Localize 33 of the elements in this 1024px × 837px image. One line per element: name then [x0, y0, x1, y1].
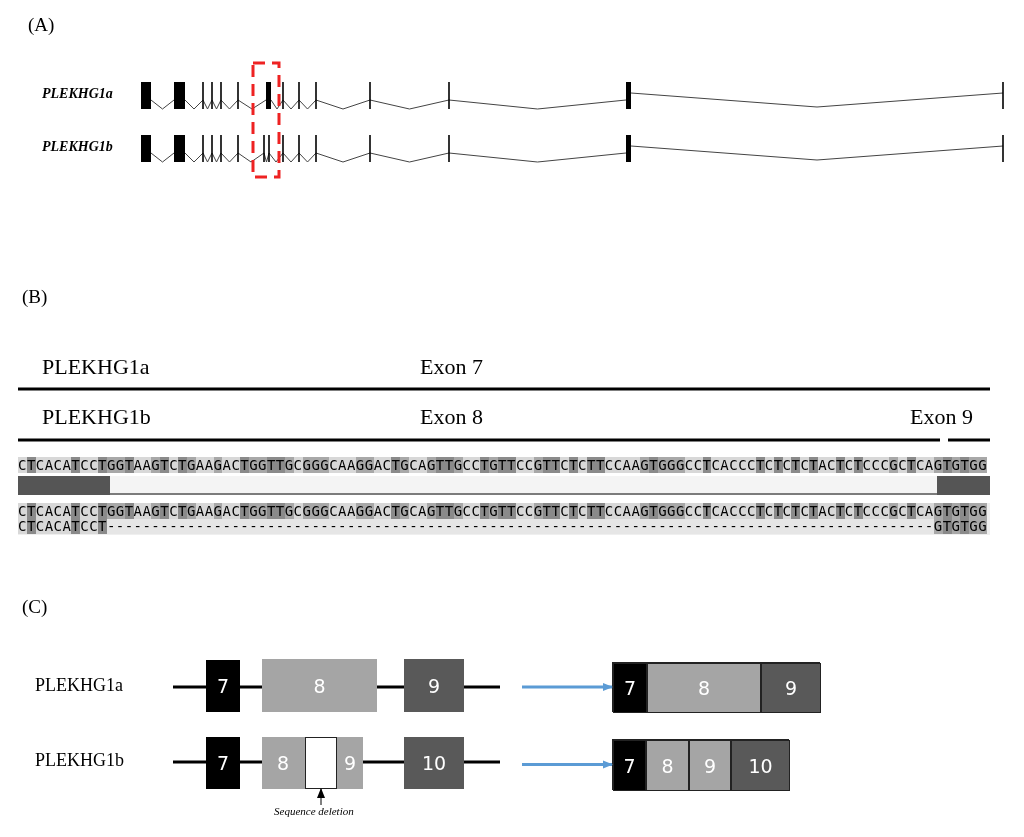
gene-name: PLEKHG1a — [42, 86, 113, 102]
exon-box: 9 — [689, 740, 731, 791]
exon-box: 7 — [613, 740, 646, 791]
panel-label: (A) — [28, 14, 55, 36]
transcript-name: PLEKHG1b — [42, 404, 151, 430]
exon-box: 7 — [206, 737, 240, 789]
annotation-text: Sequence deletion — [274, 805, 368, 821]
exon-box: 10 — [404, 737, 464, 789]
exon-box: 7 — [613, 663, 647, 713]
leader-arrow — [317, 788, 325, 806]
exon-box: 8 9 — [262, 737, 363, 789]
transcript-bar — [612, 662, 820, 712]
sequence-row: CTCACATCCT---------------------------------------------------------------------------------------------GTGTGG — [18, 519, 988, 534]
transcript-name: PLEKHG1a — [42, 354, 150, 380]
arrow — [522, 760, 613, 769]
exon-box: 8 — [262, 659, 377, 712]
panel-label: (B) — [22, 286, 48, 308]
exon-box: 8 — [647, 663, 761, 713]
transcript-bar — [612, 739, 789, 790]
exon-label: Exon 8 — [420, 404, 483, 430]
exon-box: 9 — [404, 659, 464, 712]
gene-name: PLEKHG1b — [42, 139, 113, 155]
exon-box: 10 — [731, 740, 790, 791]
exon-box: 7 — [206, 660, 240, 712]
exon-label: Exon 9 — [910, 404, 973, 430]
panel-label: (C) — [22, 596, 48, 618]
exon-box: 9 — [761, 663, 821, 713]
exon-label: Exon 7 — [420, 354, 483, 380]
exon-box: 8 — [646, 740, 689, 791]
transcript-name: PLEKHG1b — [35, 750, 124, 771]
deletion-box — [305, 737, 337, 789]
arrow — [522, 683, 613, 691]
transcript-name: PLEKHG1a — [35, 675, 123, 696]
